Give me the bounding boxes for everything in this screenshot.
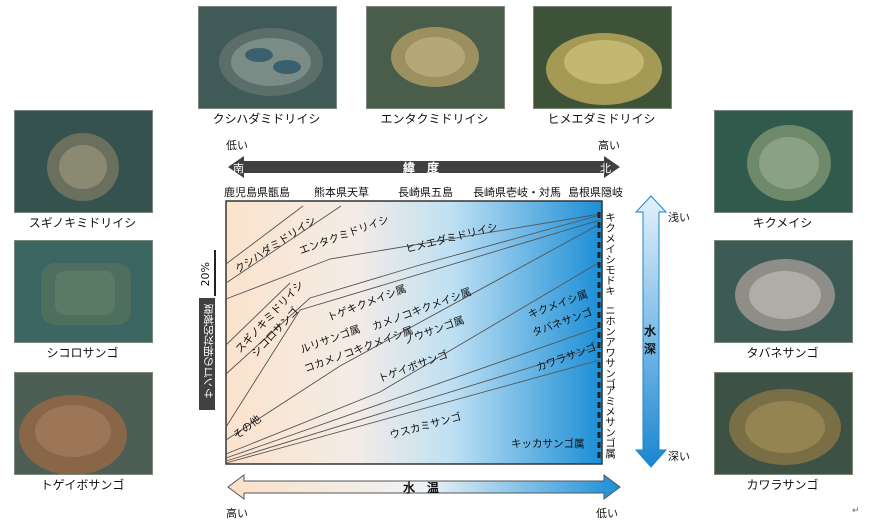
caption-kikumeishi: キクメイシ xyxy=(752,216,813,230)
photo-shikoro xyxy=(14,240,153,343)
location-oki: 島根県隠岐 xyxy=(568,186,623,199)
caption-kushihada: クシハダミドリイシ xyxy=(212,112,321,126)
y-axis-scale: 20% xyxy=(199,262,212,287)
return-mark: ↵ xyxy=(852,506,860,516)
photo-himeeda xyxy=(533,6,672,109)
caption-shikoro: シコロサンゴ xyxy=(46,346,119,360)
temperature-arrow xyxy=(227,474,621,500)
label-kikumeishimodoki: キクメイシモドキ xyxy=(604,212,616,296)
y-axis-band xyxy=(199,298,215,410)
location-goto: 長崎県五島 xyxy=(398,186,453,199)
photo-togeibo xyxy=(14,372,153,475)
photo-kushihada xyxy=(198,6,337,109)
caption-sugi: スギノキミドリイシ xyxy=(28,216,137,230)
depth-arrow xyxy=(634,195,668,468)
label-nihonawasango: ニホンアワサンゴ xyxy=(604,305,616,389)
photo-sugi xyxy=(14,110,153,213)
depth-shallow-label: 浅い xyxy=(668,211,690,224)
label-kikka: キッカサンゴ属 xyxy=(511,438,585,450)
caption-kawara: カワラサンゴ xyxy=(746,478,819,492)
coverage-box xyxy=(225,200,603,465)
caption-himeeda: ヒメエダミドリイシ xyxy=(547,112,656,126)
location-koshiki: 鹿児島県甑島 xyxy=(224,186,290,199)
latitude-south-label: 南 xyxy=(233,162,244,175)
photo-entaku xyxy=(366,6,505,109)
latitude-low-label: 低い xyxy=(226,139,248,152)
latitude-north-label: 北 xyxy=(600,162,611,175)
photo-kawara xyxy=(714,372,853,475)
latitude-arrow xyxy=(228,156,620,178)
photo-kikumeishi xyxy=(714,110,853,213)
caption-tabane: タバネサンゴ xyxy=(746,346,819,360)
depth-deep-label: 深い xyxy=(668,450,690,463)
boundary-lines xyxy=(225,205,601,464)
temperature-low-label: 低い xyxy=(596,507,618,520)
caption-togeibo: トゲイボサンゴ xyxy=(40,478,125,492)
label-amimesango: アミメサンゴ属 xyxy=(604,385,616,459)
latitude-high-label: 高い xyxy=(598,139,620,152)
y-axis-label: サンゴの相対的被度 xyxy=(203,304,215,399)
photo-tabane xyxy=(714,240,853,343)
caption-entaku: エンタクミドリイシ xyxy=(380,112,489,126)
depth-title-1: 水 xyxy=(644,324,657,338)
location-iki-tsushima: 長崎県壱岐・対馬 xyxy=(473,186,561,199)
temperature-high-label: 高い xyxy=(226,507,248,520)
temperature-title: 水 温 xyxy=(403,481,440,495)
depth-title-2: 深 xyxy=(644,342,657,356)
latitude-title: 緯 度 xyxy=(403,161,440,175)
location-amakusa: 熊本県天草 xyxy=(314,186,369,199)
